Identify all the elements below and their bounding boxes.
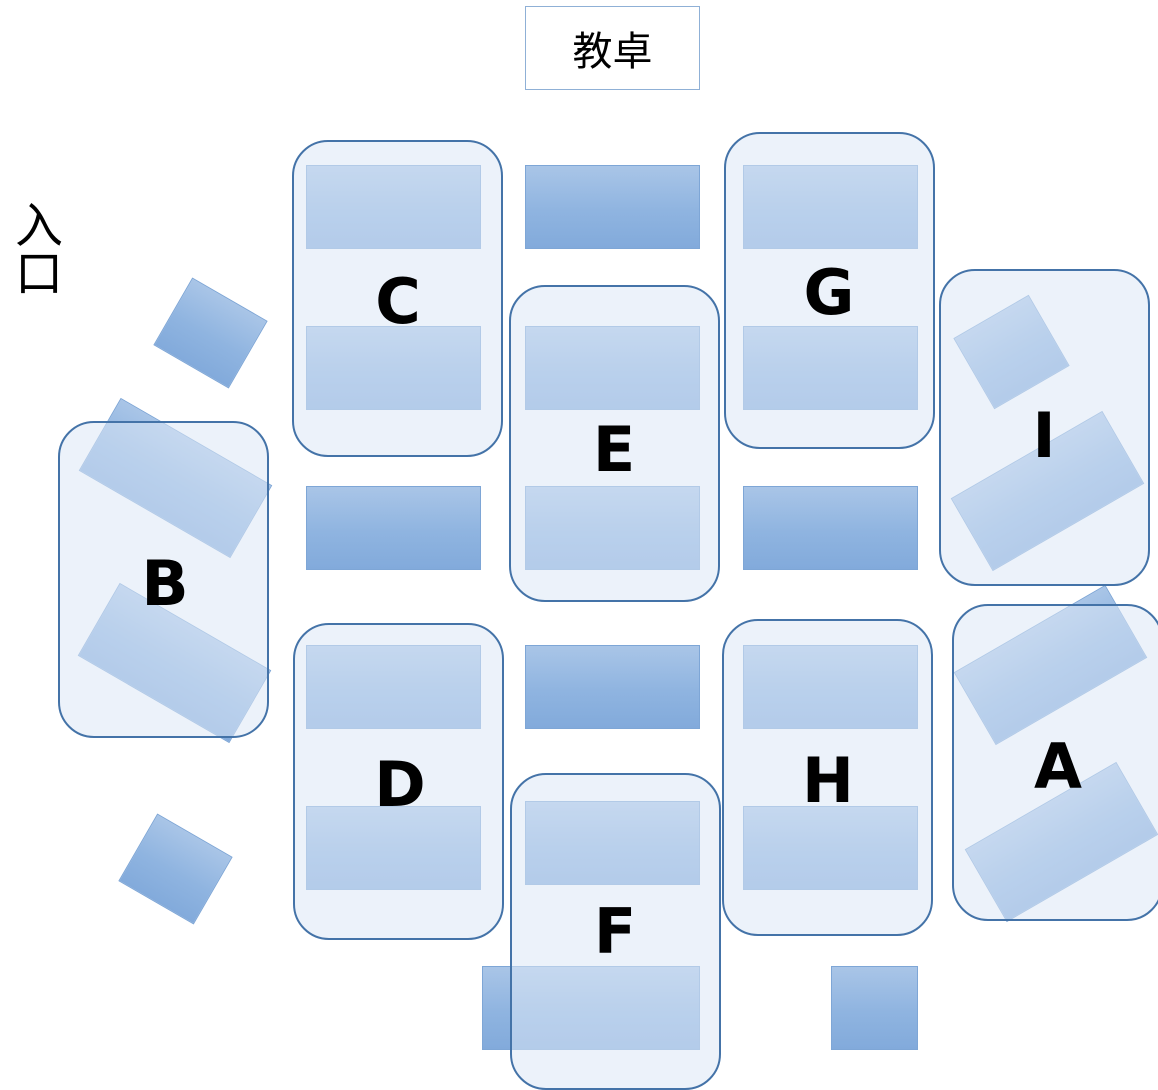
- group-label-h: H: [802, 744, 854, 817]
- desk: [153, 277, 268, 389]
- group-i-outline: [939, 269, 1150, 586]
- desk: [743, 486, 918, 570]
- group-label-b: B: [141, 547, 189, 620]
- group-a-outline: [952, 604, 1158, 921]
- group-label-f: F: [593, 895, 637, 968]
- group-g-outline: [724, 132, 935, 449]
- teacher-desk: 教卓: [525, 6, 700, 90]
- group-label-g: G: [803, 256, 855, 329]
- group-label-d: D: [374, 748, 426, 821]
- desk: [306, 486, 481, 570]
- group-b-outline: [58, 421, 269, 738]
- desk: [118, 813, 233, 925]
- group-e-outline: [509, 285, 720, 602]
- group-h-outline: [722, 619, 933, 936]
- group-label-a: A: [1034, 730, 1082, 803]
- group-label-e: E: [592, 413, 636, 486]
- desk: [831, 966, 918, 1050]
- desk: [525, 645, 700, 729]
- desk: [525, 165, 700, 249]
- group-c-outline: [292, 140, 503, 457]
- group-d-outline: [293, 623, 504, 940]
- entrance-label: 入口: [6, 200, 62, 296]
- teacher-desk-label: 教卓: [572, 29, 653, 75]
- group-label-i: I: [1032, 399, 1056, 472]
- group-f-outline: [510, 773, 721, 1090]
- group-label-c: C: [375, 265, 421, 338]
